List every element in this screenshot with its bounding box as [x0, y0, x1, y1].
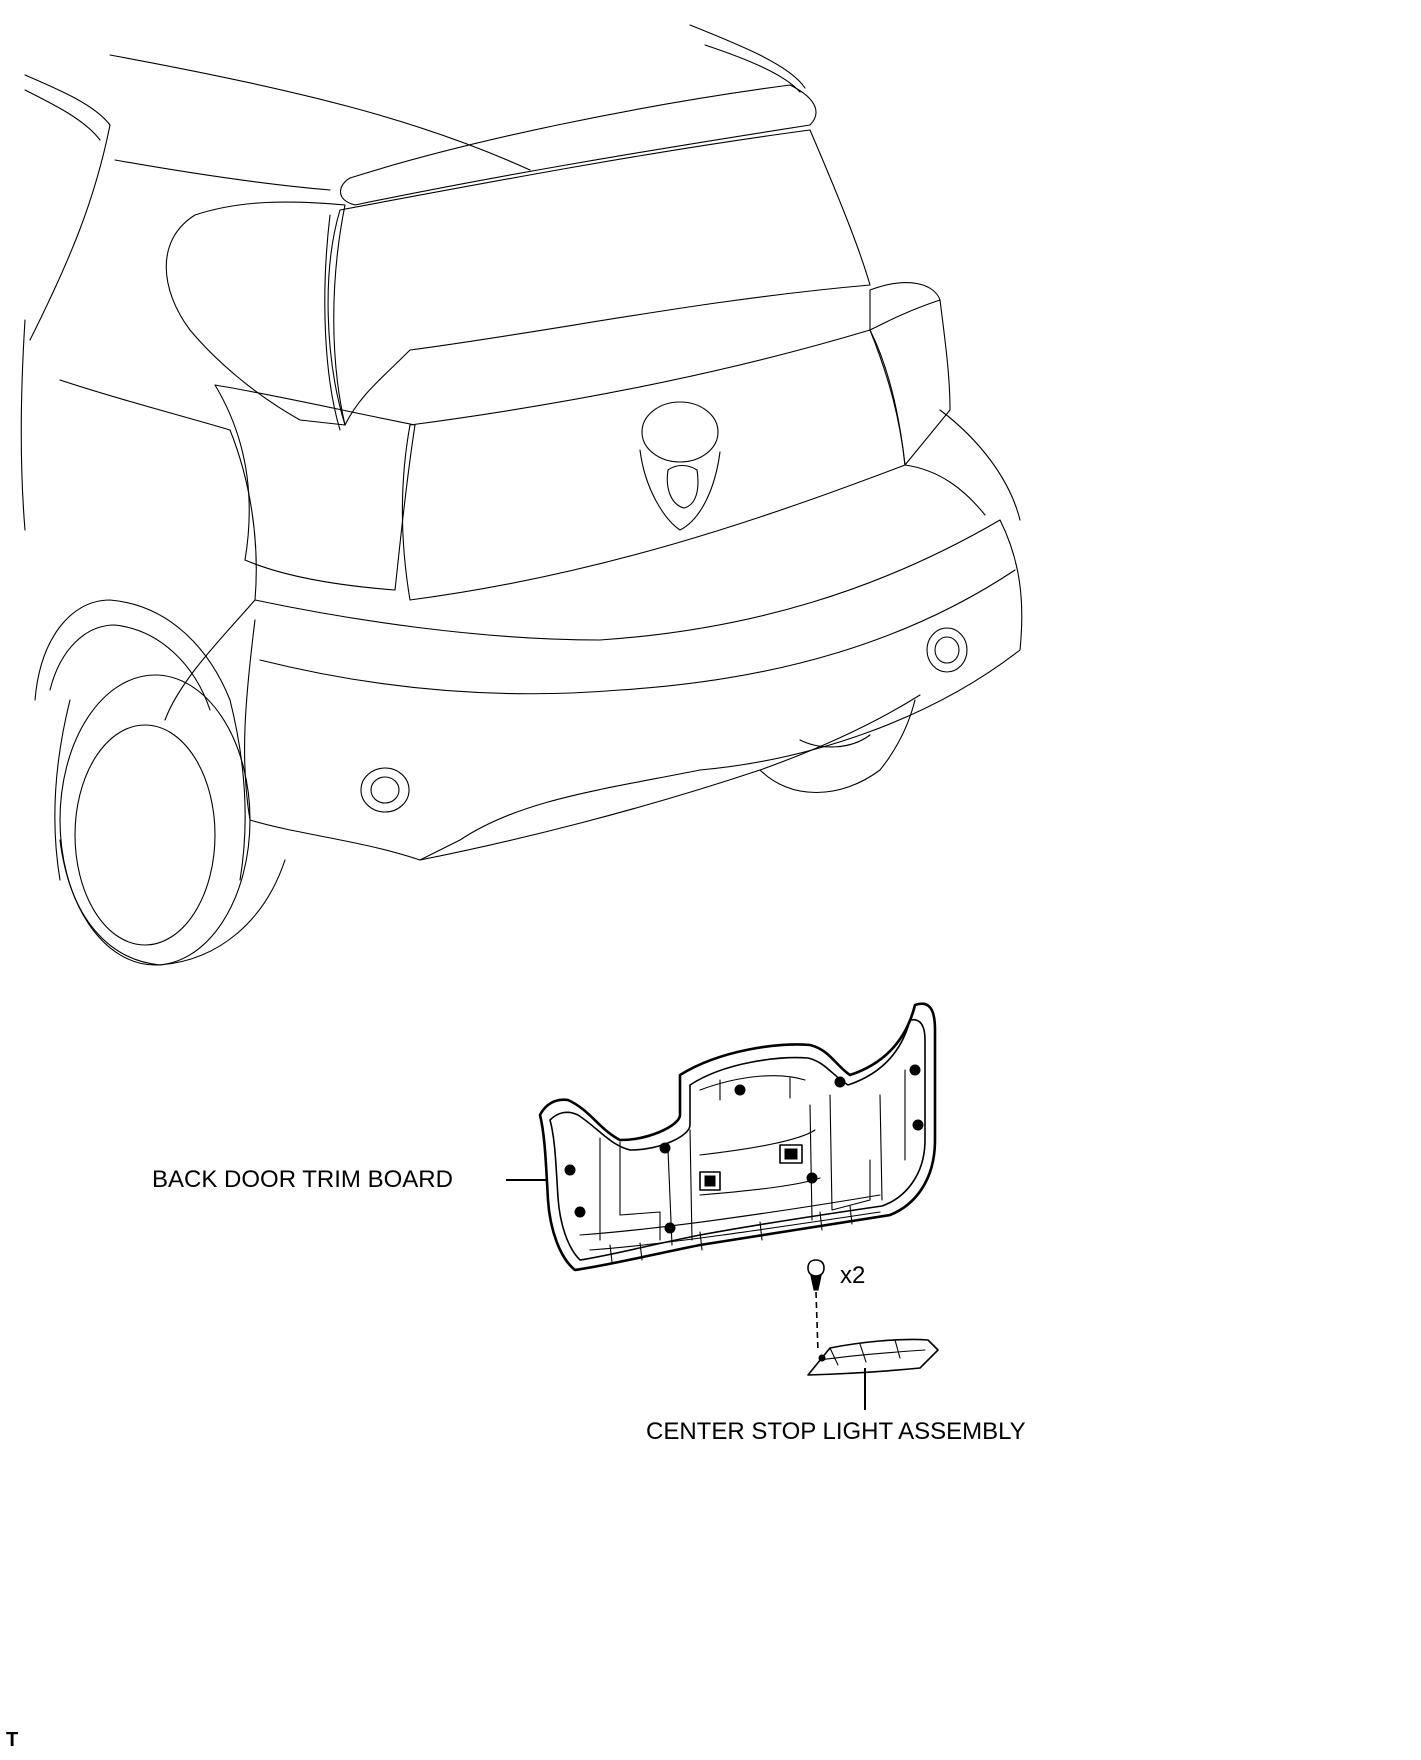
back-door-trim-board-icon — [538, 1002, 937, 1272]
clip-quantity-label: x2 — [840, 1262, 866, 1289]
center-stop-light-icon — [807, 1338, 939, 1376]
back-door-trim-board-label: BACK DOOR TRIM BOARD — [152, 1166, 453, 1193]
corner-mark: T — [6, 1729, 19, 1751]
vehicle-rear-outline-icon — [20, 24, 1023, 966]
clip-install-line — [815, 1291, 819, 1353]
clip-icon — [807, 1259, 825, 1291]
center-stop-light-label: CENTER STOP LIGHT ASSEMBLY — [646, 1418, 1026, 1445]
